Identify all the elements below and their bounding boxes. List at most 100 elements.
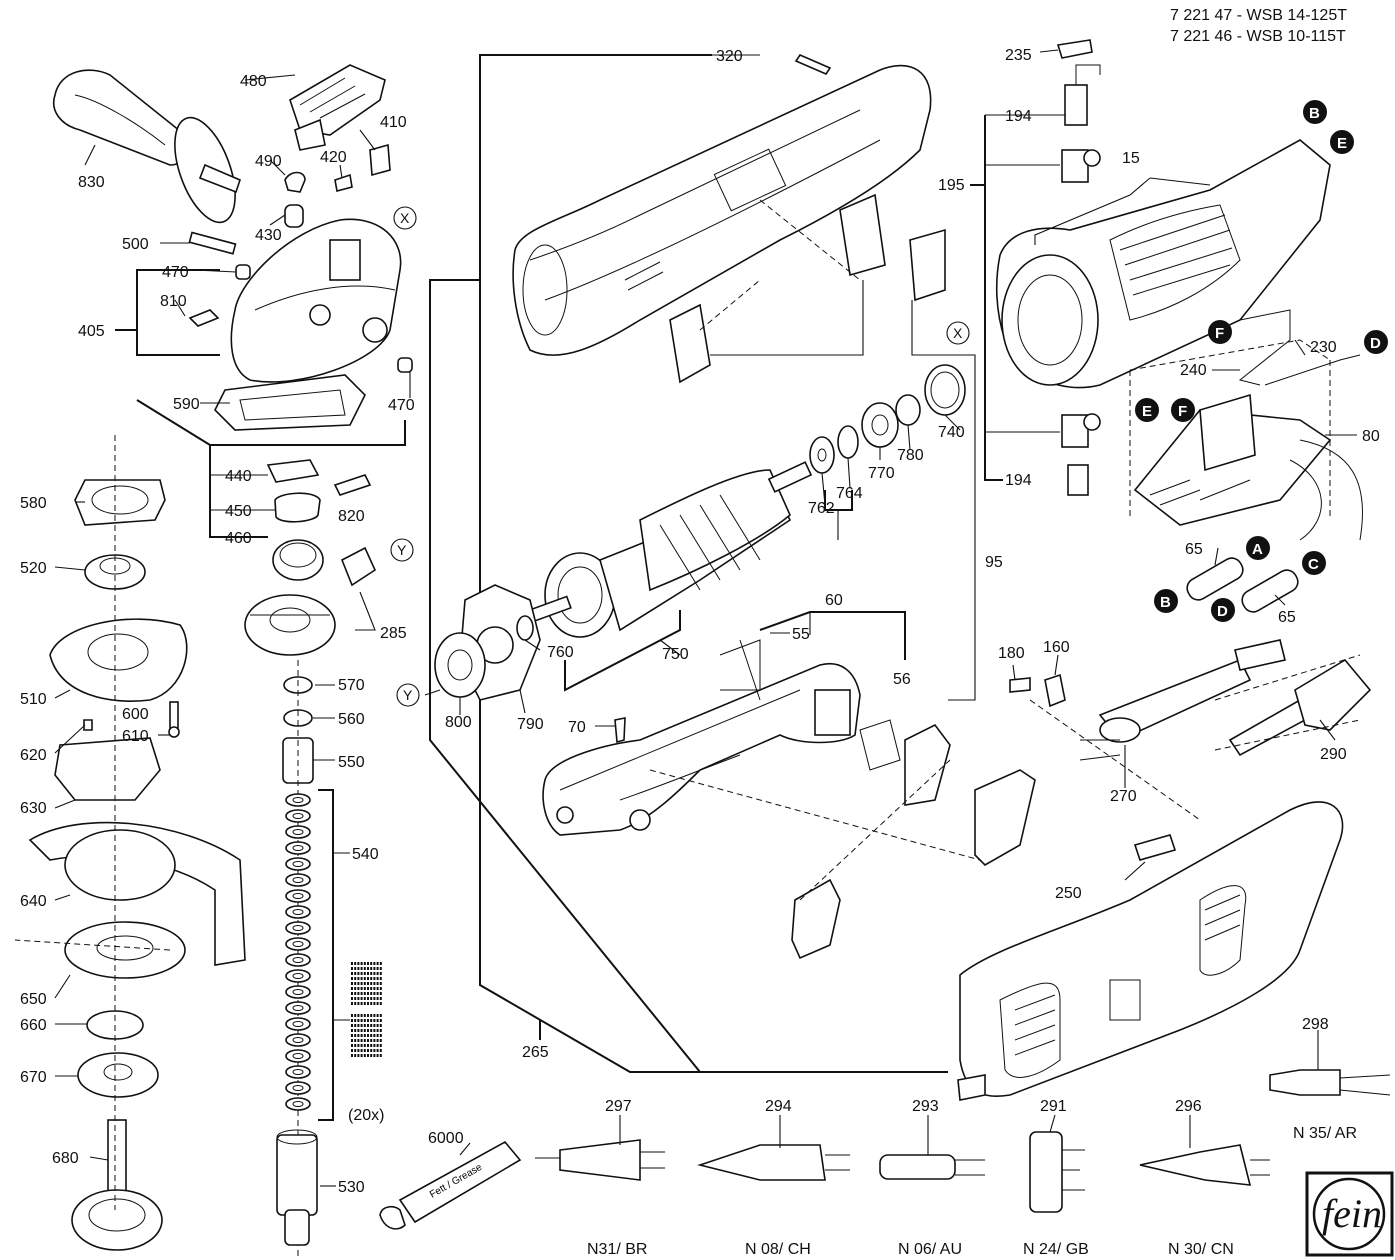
variant-n31: N31/ BR (587, 1241, 647, 1258)
svg-text:Y: Y (403, 687, 413, 703)
label-405: 405 (78, 323, 105, 340)
wires (1212, 309, 1361, 386)
fein-logo: fein (1305, 1171, 1394, 1257)
spring-washer (285, 1081, 311, 1095)
label-194: 194 (1005, 108, 1032, 125)
grease-tube: Fett / Grease (379, 1140, 522, 1230)
armature (528, 461, 813, 692)
reference-markers: B E F D E F A C B D (1135, 100, 1388, 622)
label-610: 610 (122, 728, 149, 745)
label-590: 590 (173, 396, 200, 413)
variant-n30: N 30/ CN (1168, 1241, 1234, 1258)
marker-b-top: B (1303, 100, 1327, 124)
spring-washer (285, 1097, 311, 1111)
marker-x-top: X (393, 206, 417, 230)
label-56: 56 (893, 671, 911, 688)
label-630: 630 (20, 800, 47, 817)
spring-washer (285, 873, 311, 887)
outer-housing-cover (957, 801, 1344, 1101)
marker-x-mid: X (946, 321, 970, 345)
label-65: 65 (1185, 541, 1203, 558)
svg-text:E: E (1337, 135, 1347, 152)
gear-small-parts (188, 231, 413, 581)
label-750: 750 (662, 646, 689, 663)
svg-text:F: F (1215, 325, 1224, 342)
marker-a: A (1246, 536, 1270, 560)
spring-washer (285, 985, 311, 999)
label-265: 265 (522, 1044, 549, 1061)
label-297: 297 (605, 1098, 632, 1115)
label-440: 440 (225, 468, 252, 485)
plug-variant-labels: N 35/ AR N31/ BR N 08/ CH N 06/ AU N 24/… (587, 1125, 1357, 1258)
spring-washer (285, 953, 311, 967)
label-293: 293 (912, 1098, 939, 1115)
spring-washer (285, 889, 311, 903)
spring-washer (285, 1049, 311, 1063)
label-194-lower: 194 (1005, 472, 1032, 489)
marker-y-mid: Y (396, 683, 420, 707)
label-810: 810 (160, 293, 187, 310)
label-500: 500 (122, 236, 149, 253)
label-450: 450 (225, 503, 252, 520)
switch-covers (649, 723, 1036, 960)
label-410: 410 (380, 114, 407, 131)
variant-n06: N 06/ AU (898, 1241, 962, 1258)
label-680: 680 (52, 1150, 79, 1167)
label-460: 460 (225, 530, 252, 547)
model-line-1: 7 221 47 - WSB 14-125T (1170, 7, 1347, 24)
spring-washer (285, 969, 311, 983)
label-790: 790 (517, 716, 544, 733)
svg-text:D: D (1370, 335, 1381, 352)
brush-plates (669, 193, 976, 701)
spring-washer (285, 921, 311, 935)
label-760: 760 (547, 644, 574, 661)
variant-n08: N 08/ CH (745, 1241, 811, 1258)
svg-text:C: C (1308, 556, 1319, 573)
label-235: 235 (1005, 47, 1032, 64)
label-490: 490 (255, 153, 282, 170)
spring-washer (285, 1065, 311, 1079)
spindle-lock (284, 64, 391, 228)
label-60: 60 (825, 592, 843, 609)
spring-washer (285, 793, 311, 807)
gear-housing (115, 218, 406, 446)
part-labels: 320 235 194 195 15 194 480 410 420 490 4… (20, 47, 1380, 1196)
spring-washer (285, 905, 311, 919)
svg-text:F: F (1178, 403, 1187, 420)
label-285: 285 (380, 625, 407, 642)
svg-text:X: X (400, 210, 410, 226)
label-180: 180 (998, 645, 1025, 662)
label-550: 550 (338, 754, 365, 771)
marker-d-top: D (1364, 330, 1388, 354)
label-291: 291 (1040, 1098, 1067, 1115)
spring-washer (285, 809, 311, 823)
label-20x: (20x) (348, 1107, 384, 1124)
svg-text:D: D (1217, 603, 1228, 620)
power-cable (1009, 639, 1286, 821)
marker-e-top: E (1330, 130, 1354, 154)
variant-n24: N 24/ GB (1023, 1241, 1089, 1258)
spindle-stack (276, 660, 382, 1260)
label-270: 270 (1110, 788, 1137, 805)
label-540: 540 (352, 846, 379, 863)
label-470-right: 470 (388, 397, 415, 414)
marker-e-mid: E (1135, 398, 1159, 422)
label-320: 320 (716, 48, 743, 65)
insulating-sleeves (1186, 557, 1299, 613)
label-520: 520 (20, 560, 47, 577)
bevel-gears (244, 546, 377, 656)
label-570: 570 (338, 677, 365, 694)
label-420: 420 (320, 149, 347, 166)
label-470: 470 (162, 264, 189, 281)
svg-text:X: X (953, 325, 963, 341)
marker-f-top: F (1208, 320, 1232, 344)
model-header: 7 221 47 - WSB 14-125T 7 221 46 - WSB 10… (1170, 7, 1347, 45)
label-560: 560 (338, 711, 365, 728)
label-430: 430 (255, 227, 282, 244)
label-764: 764 (836, 485, 863, 502)
housing-bracket (429, 54, 948, 1073)
spring-washer (285, 857, 311, 871)
label-296: 296 (1175, 1098, 1202, 1115)
field-coil-stator (995, 139, 1331, 389)
